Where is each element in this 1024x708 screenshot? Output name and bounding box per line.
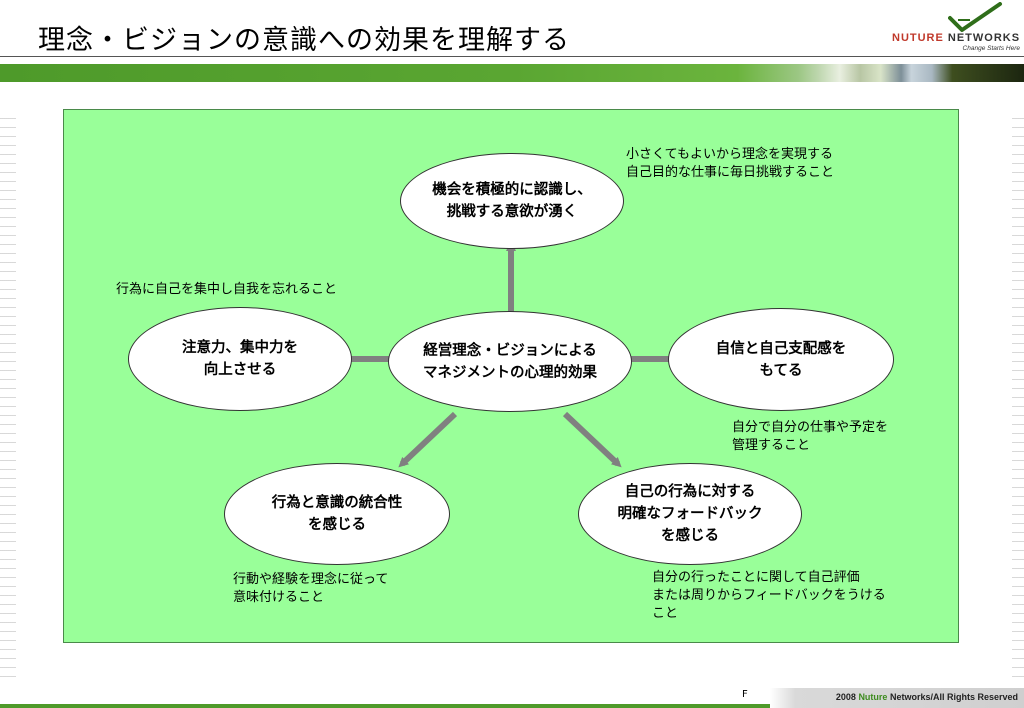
footer-line (0, 704, 770, 708)
logo-wordmark: NUTURE NETWORKS (892, 32, 1020, 44)
page-marker: F (742, 689, 748, 700)
copyright-rest: Networks/All Rights Reserved (889, 692, 1018, 702)
copyright-brand: Nuture (858, 692, 888, 702)
center-ellipse: 経営理念・ビジョンによる マネジメントの心理的効果 (388, 311, 632, 412)
footer-bar (770, 688, 1024, 708)
right-ruler (1012, 118, 1024, 678)
logo-name-right: NETWORKS (947, 32, 1021, 44)
company-logo: NUTURE NETWORKS Change Starts Here (888, 2, 1024, 54)
bottom-left-ellipse: 行為と意識の統合性 を感じる (224, 463, 450, 565)
right-ellipse: 自信と自己支配感を もてる (668, 308, 894, 411)
left-ruler (0, 118, 16, 678)
note-bottom-right: 自分の行ったことに関して自己評価 または周りからフィードバックをうける こと (652, 570, 886, 621)
page-title: 理念・ビジョンの意識への効果を理解する (38, 25, 570, 56)
note-left: 行為に自己を集中し自我を忘れること (116, 282, 338, 297)
header-divider (0, 56, 1024, 57)
copyright-year: 2008 (835, 692, 856, 702)
note-top: 小さくてもよいから理念を実現する 自己目的な仕事に毎日挑戦すること (626, 147, 835, 180)
top-ellipse: 機会を積極的に認識し、 挑戦する意欲が湧く (400, 153, 624, 249)
logo-tagline: Change Starts Here (962, 45, 1020, 52)
note-right: 自分で自分の仕事や予定を 管理すること (732, 420, 889, 453)
logo-name-left: NUTURE (892, 32, 944, 44)
left-ellipse: 注意力、集中力を 向上させる (128, 307, 352, 411)
note-bottom-left: 行動や経験を理念に従って 意味付けること (233, 572, 389, 605)
logo-check-mark-icon (948, 2, 1002, 32)
copyright-notice: 2008 Nuture Networks/All Rights Reserved (836, 692, 1018, 702)
header-color-band (0, 64, 1024, 82)
bottom-right-ellipse: 自己の行為に対する 明確なフォードバック を感じる (578, 463, 802, 565)
